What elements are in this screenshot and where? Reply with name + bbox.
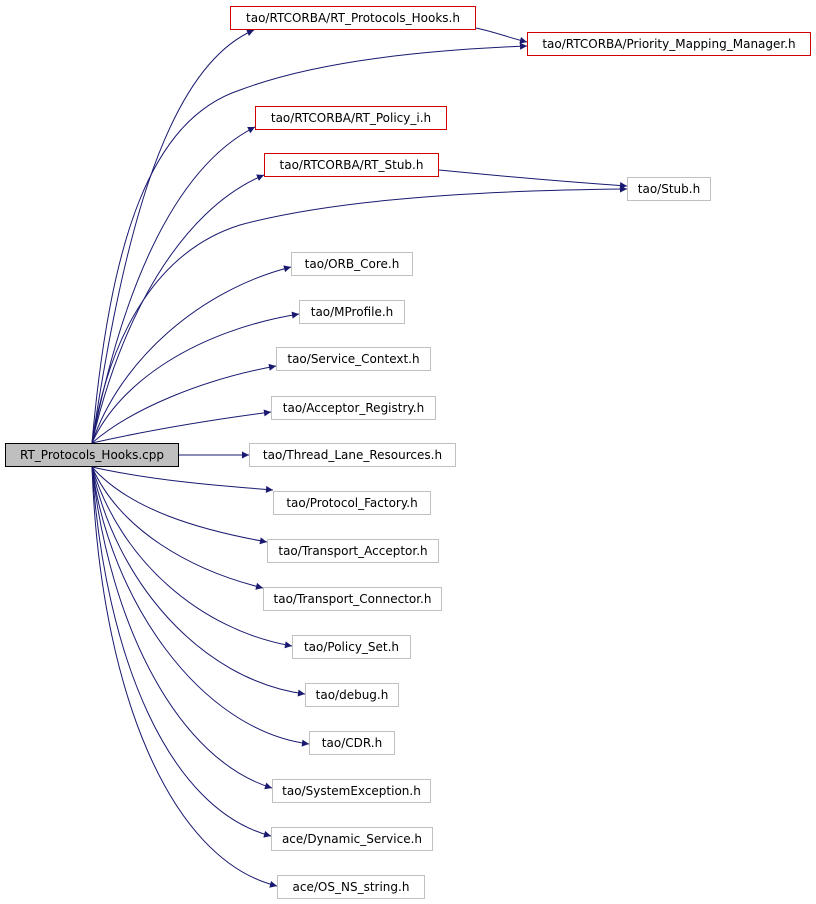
- node-cdr-h[interactable]: tao/CDR.h: [309, 731, 395, 755]
- edge-root-to-os-ns-string-h: [91, 466, 278, 888]
- edge-root-to-policy-set-h: [91, 466, 293, 649]
- node-transport-connector-h[interactable]: tao/Transport_Connector.h: [263, 587, 442, 611]
- edge-root-to-orb-core-h: [91, 265, 292, 444]
- edge-root-to-rt-stub-h: [91, 174, 265, 444]
- edge-root-to-priority-mapping-manager-h: [91, 42, 528, 444]
- edge-rt-stub-h-to-stub-h: [438, 169, 628, 190]
- node-rt-stub-h[interactable]: tao/RTCORBA/RT_Stub.h: [264, 153, 439, 177]
- node-policy-set-h[interactable]: tao/Policy_Set.h: [292, 635, 411, 659]
- edge-root-to-stub-h: [91, 185, 628, 444]
- edge-root-to-cdr-h: [91, 466, 310, 747]
- node-thread-lane-resources-h[interactable]: tao/Thread_Lane_Resources.h: [249, 443, 456, 467]
- edge-root-to-transport-acceptor-h: [91, 466, 268, 545]
- node-os-ns-string-h[interactable]: ace/OS_NS_string.h: [277, 875, 425, 899]
- edge-root-to-rt-protocols-hooks-h: [91, 29, 255, 444]
- edge-root-to-protocol-factory-h: [91, 466, 274, 493]
- edge-root-to-debug-h: [91, 466, 306, 697]
- edge-root-to-dynamic-service-h: [91, 466, 272, 838]
- node-protocol-factory-h[interactable]: tao/Protocol_Factory.h: [273, 491, 431, 515]
- edge-root-to-transport-connector-h: [91, 466, 264, 590]
- node-system-exception-h[interactable]: tao/SystemException.h: [272, 779, 431, 803]
- node-dynamic-service-h[interactable]: ace/Dynamic_Service.h: [271, 827, 433, 851]
- node-orb-core-h[interactable]: tao/ORB_Core.h: [291, 252, 413, 276]
- edge-root-to-acceptor-registry-h: [91, 409, 272, 444]
- node-service-context-h[interactable]: tao/Service_Context.h: [276, 347, 431, 371]
- node-priority-mapping-manager-h[interactable]: tao/RTCORBA/Priority_Mapping_Manager.h: [527, 32, 811, 56]
- node-rt-protocols-hooks-h[interactable]: tao/RTCORBA/RT_Protocols_Hooks.h: [230, 6, 476, 30]
- node-stub-h[interactable]: tao/Stub.h: [627, 177, 711, 201]
- node-transport-acceptor-h[interactable]: tao/Transport_Acceptor.h: [267, 539, 439, 563]
- root-node-rt-protocols-hooks-cpp: RT_Protocols_Hooks.cpp: [5, 443, 179, 467]
- edge-root-to-mprofile-h: [91, 311, 300, 444]
- node-mprofile-h[interactable]: tao/MProfile.h: [299, 300, 405, 324]
- node-acceptor-registry-h[interactable]: tao/Acceptor_Registry.h: [271, 396, 436, 420]
- edge-rt-protocols-hooks-h-to-priority-mapping-manager-h: [475, 27, 528, 44]
- edge-root-to-system-exception-h: [91, 466, 273, 790]
- edge-root-to-service-context-h: [91, 363, 277, 444]
- node-rt-policy-i-h[interactable]: tao/RTCORBA/RT_Policy_i.h: [255, 106, 447, 130]
- node-debug-h[interactable]: tao/debug.h: [305, 683, 399, 707]
